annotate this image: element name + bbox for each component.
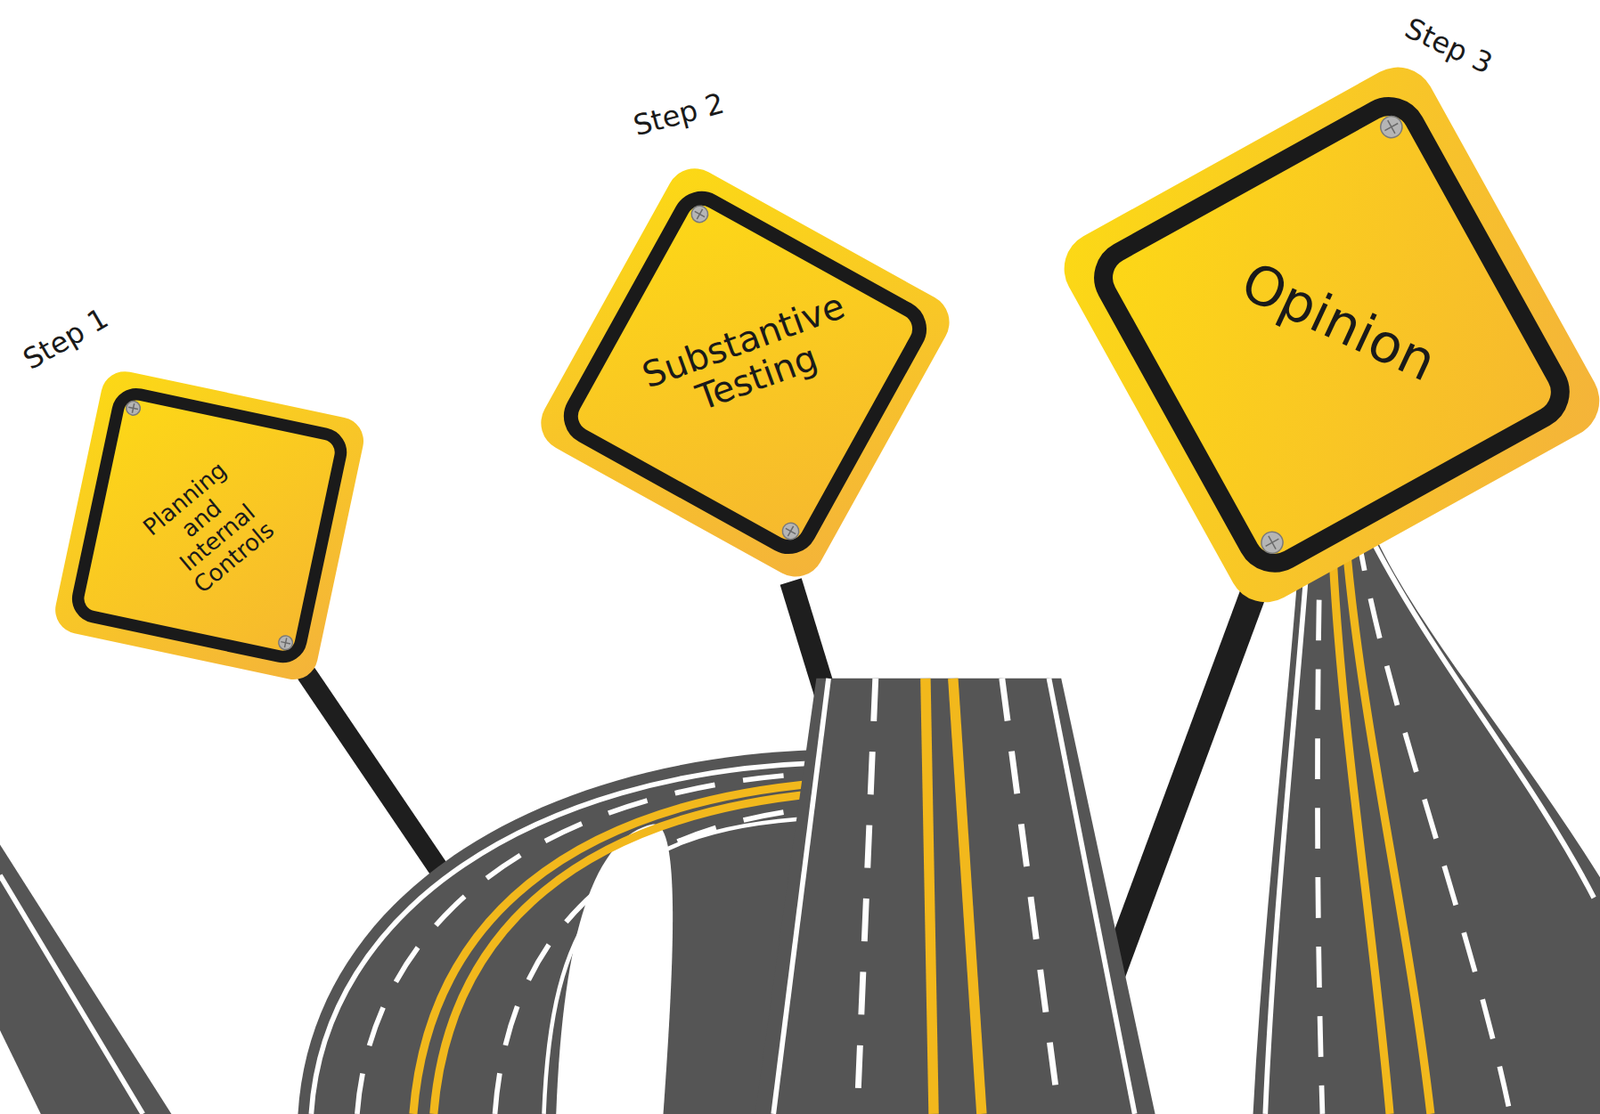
lane-line xyxy=(0,1061,26,1114)
sign-pole xyxy=(306,673,441,873)
lane-line xyxy=(310,763,817,1114)
center-line xyxy=(953,678,982,1114)
screw-head xyxy=(688,203,711,226)
lane-line xyxy=(1002,678,1060,1114)
screw-head xyxy=(779,520,802,543)
screw xyxy=(277,634,294,652)
lane-line xyxy=(357,773,817,1114)
sign-pole xyxy=(1111,566,1264,975)
sign-border xyxy=(1093,96,1571,574)
lane-line xyxy=(1048,678,1135,1114)
road-sign: Step 2Substantive Testing xyxy=(508,136,982,610)
lane-line xyxy=(0,875,143,1114)
road-sign: Step 1Planning and Internal Controls xyxy=(8,325,410,727)
step-label: Step 2 xyxy=(588,77,769,155)
road-sign: Step 3Opinion xyxy=(1021,24,1600,645)
road xyxy=(755,678,1156,1114)
screw-slot xyxy=(1387,120,1396,134)
screw-slot xyxy=(131,403,134,414)
lane-line xyxy=(857,678,876,1114)
screw-slot xyxy=(1268,536,1276,550)
lane-line xyxy=(1367,530,1594,898)
center-line xyxy=(433,793,817,1114)
screw-slot xyxy=(696,208,703,219)
lane-line xyxy=(773,678,829,1114)
lane-line xyxy=(1356,530,1511,1114)
screw-head xyxy=(1376,112,1406,142)
road xyxy=(0,845,172,1114)
screw-head xyxy=(1257,528,1287,558)
lane-line xyxy=(1265,535,1309,1114)
screw-slot xyxy=(284,637,286,648)
screw xyxy=(688,203,711,226)
center-line xyxy=(413,783,817,1114)
screw xyxy=(1376,112,1406,142)
sign-border xyxy=(563,190,928,556)
screw-slot xyxy=(787,525,793,536)
sign-plate xyxy=(1050,53,1600,616)
sign-plate xyxy=(50,367,368,685)
screw-head xyxy=(124,400,142,417)
sign-border xyxy=(74,391,345,662)
sign-plate xyxy=(530,158,960,588)
road xyxy=(297,750,817,1114)
screw xyxy=(779,520,802,543)
center-line xyxy=(925,678,934,1114)
lane-line xyxy=(1317,530,1323,1114)
center-line xyxy=(1331,530,1390,1114)
screw xyxy=(1257,528,1287,558)
screw-head xyxy=(277,634,294,652)
road xyxy=(1253,530,1600,1114)
screw xyxy=(124,400,142,417)
